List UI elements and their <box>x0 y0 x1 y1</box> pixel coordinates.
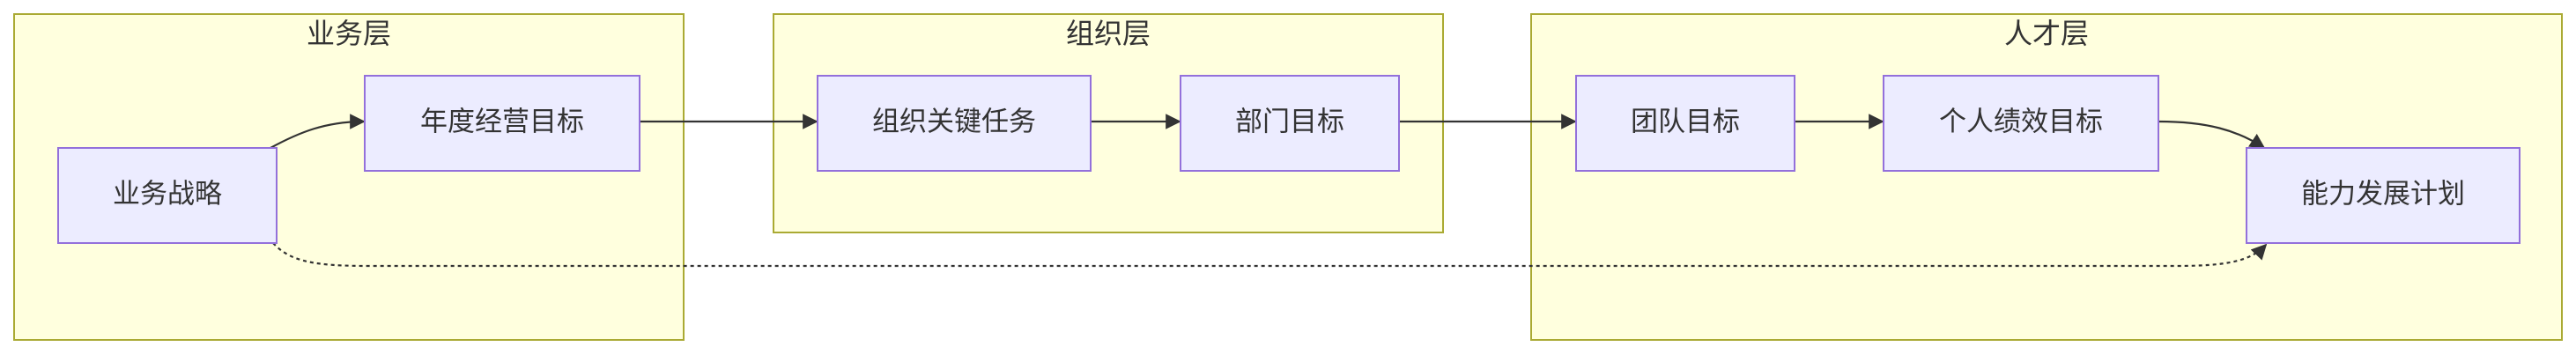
node-org-key-tasks-label: 组织关键任务 <box>872 107 1036 138</box>
node-dept-goals: 部门目标 <box>1180 75 1400 172</box>
cluster-business-title: 业务层 <box>307 17 391 50</box>
node-dept-goals-box <box>1180 75 1400 172</box>
node-capability-plan-label: 能力发展计划 <box>2301 179 2465 210</box>
node-individual-goals-box <box>1883 75 2159 172</box>
cluster-talent-title: 人才层 <box>2004 17 2089 50</box>
edge-individual-to-capability <box>2158 120 2266 149</box>
node-capability-plan: 能力发展计划 <box>2246 147 2520 244</box>
node-org-key-tasks-box <box>817 75 1092 172</box>
node-org-key-tasks: 组织关键任务 <box>817 75 1092 172</box>
cluster-organization-title: 组织层 <box>1066 17 1151 50</box>
node-capability-plan-box <box>2246 147 2520 244</box>
node-annual-goals-label: 年度经营目标 <box>420 107 584 138</box>
node-team-goals-label: 团队目标 <box>1631 107 1740 138</box>
node-business-strategy-label: 业务战略 <box>113 179 222 210</box>
node-business-strategy: 业务战略 <box>57 147 278 244</box>
node-dept-goals-label: 部门目标 <box>1235 107 1344 138</box>
node-team-goals-box <box>1575 75 1795 172</box>
node-individual-goals: 个人绩效目标 <box>1883 75 2159 172</box>
node-individual-goals-label: 个人绩效目标 <box>1939 107 2103 138</box>
node-annual-goals: 年度经营目标 <box>364 75 640 172</box>
edge-strategy-to-annual <box>270 114 366 149</box>
node-team-goals: 团队目标 <box>1575 75 1795 172</box>
node-annual-goals-box <box>364 75 640 172</box>
edges <box>270 114 2268 268</box>
node-business-strategy-box <box>57 147 278 244</box>
edge-strategy-to-capability-dotted <box>272 242 2268 268</box>
